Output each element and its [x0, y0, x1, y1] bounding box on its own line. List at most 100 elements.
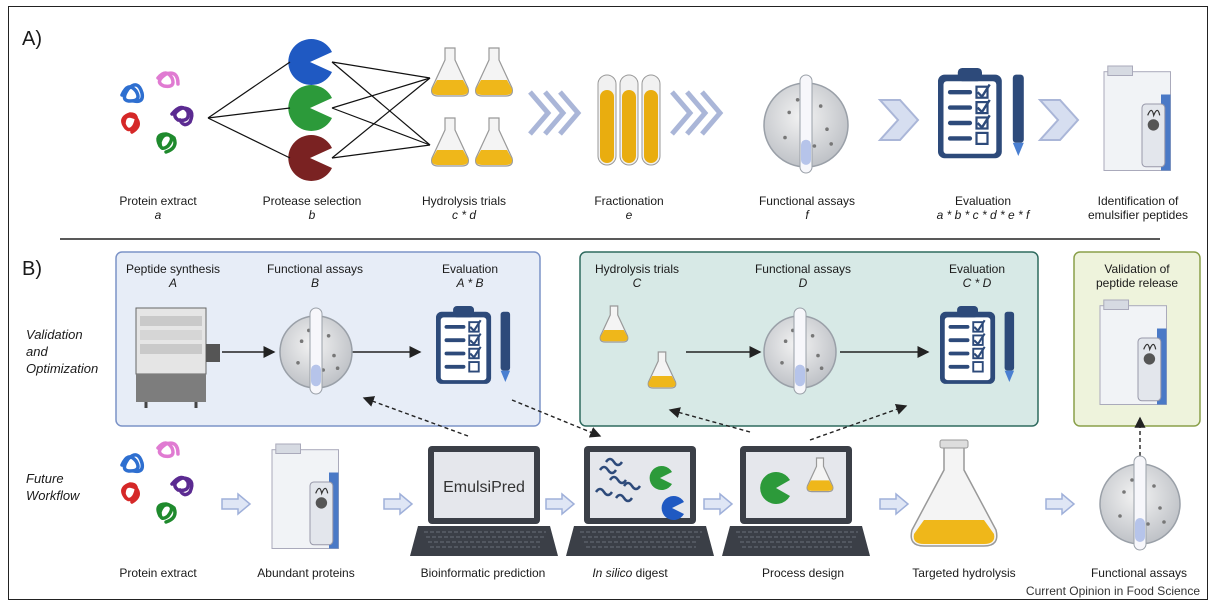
- colony-dot: [825, 127, 829, 131]
- ms-sensor: [1143, 353, 1156, 365]
- section-a-label: A): [22, 28, 42, 50]
- flow-arrows: [221, 492, 1076, 516]
- tube-liquid: [801, 139, 811, 165]
- checklist-line: [444, 338, 466, 343]
- clipboard-clip: [957, 68, 982, 82]
- protease-icon: [661, 496, 684, 521]
- colony-dot: [816, 353, 820, 358]
- clipboard-paper: [440, 317, 487, 381]
- flow-arrow: [545, 492, 576, 516]
- flask-liquid: [431, 80, 469, 95]
- caption-var: C * D: [962, 276, 992, 290]
- caption-text: Peptide synthesis: [125, 262, 221, 276]
- ms-module: [309, 481, 334, 546]
- colony-dot: [1130, 478, 1134, 482]
- checkbox: [972, 361, 984, 373]
- protein-squiggles-icon: [120, 71, 194, 154]
- clipboard-paper: [943, 81, 997, 154]
- flow-arrow: [221, 492, 252, 516]
- dashed-arrows: [362, 396, 1146, 456]
- colony-dot: [299, 339, 304, 344]
- check-mark: [469, 319, 482, 333]
- flask-liquid: [648, 376, 676, 388]
- clipboard-checklist-icon: [436, 306, 511, 384]
- colony-dot: [1158, 506, 1162, 510]
- ms-wires: [315, 487, 329, 496]
- mass-spectrometer-icon: [1099, 299, 1167, 406]
- caption-var: C: [632, 276, 642, 290]
- caption-text: Protein extract: [119, 194, 197, 208]
- caption-text: Evaluation: [441, 262, 499, 276]
- clipboard-clip: [957, 306, 978, 318]
- ms-side-panel: [1161, 94, 1171, 171]
- caption-text: Validation of: [1104, 262, 1170, 276]
- checklist-line: [444, 364, 466, 369]
- check-mark: [973, 332, 986, 346]
- laptop-screen: [434, 452, 534, 518]
- colony-dot: [819, 366, 824, 371]
- caption-wf-abundant-proteins: Abundant proteins: [257, 566, 355, 580]
- peptide-fragment: [622, 481, 642, 491]
- large-chevron-arrows: [877, 99, 1080, 141]
- protease-icon: [760, 472, 790, 504]
- flask-icons: [599, 305, 677, 389]
- row-label-line: Validation: [26, 327, 83, 342]
- ms-sensor: [1147, 119, 1160, 131]
- ms-top: [1103, 299, 1130, 310]
- colony-dot: [829, 142, 833, 146]
- journal-credit: Current Opinion in Food Science: [1025, 584, 1200, 598]
- colony-dot: [1146, 522, 1150, 526]
- checklist-line: [947, 120, 973, 126]
- tube-liquid: [795, 364, 805, 387]
- row-label-line: Workflow: [26, 488, 80, 503]
- tube-liquid: [311, 364, 321, 387]
- pen-tip: [1004, 370, 1015, 382]
- caption-text: Identification of: [1097, 194, 1179, 208]
- flask-liquid: [475, 150, 513, 165]
- caption-text: Evaluation: [948, 262, 1006, 276]
- colony-dot: [818, 104, 823, 108]
- checklist-line: [948, 364, 970, 369]
- petri-dish-icon: [279, 307, 353, 395]
- checklist-line: [948, 338, 970, 343]
- petri-dish-icon: [1099, 455, 1181, 551]
- peptide-fragment: [604, 457, 624, 467]
- caption-var: b: [308, 208, 316, 222]
- caption-var: D: [798, 276, 808, 290]
- checklist-line: [444, 351, 466, 356]
- colony-dot: [1152, 484, 1156, 488]
- caption-text: Functional assays: [754, 262, 852, 276]
- colony-dot: [783, 135, 787, 140]
- caption-text: Functional assays: [758, 194, 856, 208]
- caption-var: f: [805, 208, 809, 222]
- caption-var: A * B: [456, 276, 484, 290]
- caption-wf-protein-extract: Protein extract: [119, 566, 197, 580]
- peptide-synthesizer-icon: [135, 307, 220, 408]
- protease-connector-lines: [207, 61, 431, 159]
- caption-italic: In silico: [592, 566, 633, 580]
- colony-dot: [787, 110, 791, 115]
- colony-dot: [335, 366, 340, 371]
- caption-var: A: [168, 276, 177, 290]
- check-mark: [976, 83, 991, 99]
- caption-wf-process-design: Process design: [761, 566, 845, 580]
- laptop-base: [566, 526, 714, 556]
- flow-arrow: [703, 492, 734, 516]
- caption-var: a: [154, 208, 162, 222]
- checklist-line: [947, 105, 973, 110]
- ms-wires: [1143, 343, 1157, 352]
- caption-text: Fractionation: [594, 194, 664, 208]
- caption-var: B: [310, 276, 319, 290]
- check-mark: [973, 319, 986, 333]
- flow-arrow: [879, 492, 910, 516]
- protein-squiggles-icon: [120, 441, 194, 524]
- caption-text: Evaluation: [954, 194, 1012, 208]
